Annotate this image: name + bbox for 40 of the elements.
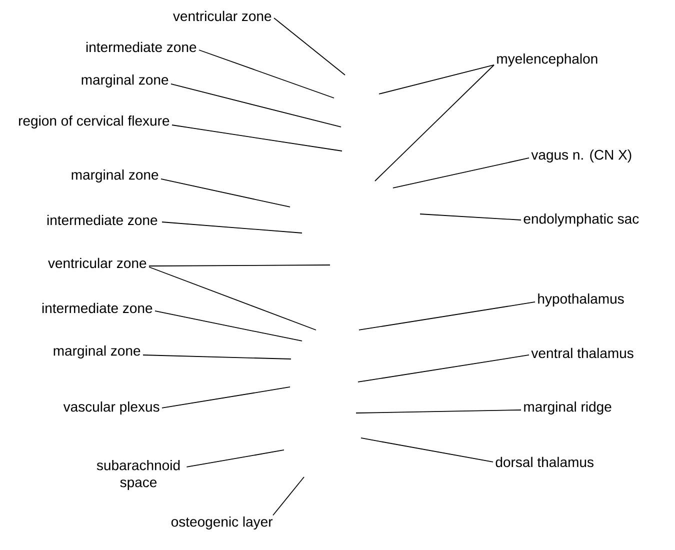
leader-line [172, 124, 342, 152]
label: endolymphatic sac [524, 213, 639, 227]
label: marginal ridge [524, 401, 612, 415]
leader-line [162, 386, 290, 408]
label: dorsal thalamus [496, 456, 594, 468]
leader-line [198, 50, 334, 98]
label: ventral thalamus [531, 348, 634, 358]
leader-line [170, 84, 342, 128]
leader-line [378, 64, 494, 94]
label: ventricular zone [48, 258, 146, 268]
leader-line [356, 410, 522, 414]
label: intermediate zone [47, 214, 158, 226]
label: intermediate zone [86, 42, 196, 52]
label: ventricular zone [173, 10, 272, 22]
leader-line [186, 450, 284, 468]
label: intermediate zone [42, 302, 152, 314]
label: vagus n. (CN X) [531, 149, 632, 163]
label: myelencephalon [497, 53, 598, 67]
leader-line [358, 354, 530, 382]
label: marginal zone [82, 74, 168, 88]
label: marginal zone [72, 169, 158, 183]
leader-line [154, 310, 302, 342]
leader-line [142, 354, 292, 360]
leader-line [148, 266, 316, 330]
leader-line [148, 264, 330, 266]
label: region of cervical flexure [19, 115, 170, 129]
leader-line [392, 158, 530, 188]
leader-line [162, 222, 302, 234]
label: marginal zone [54, 345, 140, 359]
leader-line [374, 64, 494, 182]
leader-line [160, 178, 290, 208]
leader-line [274, 18, 346, 76]
label: hypothalamus [538, 293, 624, 307]
leader-line [272, 476, 304, 516]
leader-line [360, 438, 494, 462]
leader-line [358, 302, 536, 330]
label: osteogenic layer [171, 516, 273, 530]
label: vascular plexus [63, 401, 160, 415]
leader-line [420, 214, 522, 220]
label: subarachnoid space [96, 460, 180, 490]
